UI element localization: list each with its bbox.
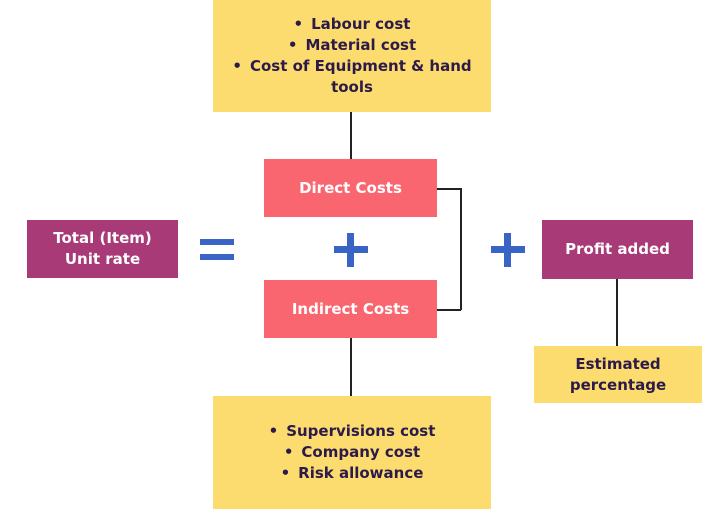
plus-vertical (504, 233, 511, 267)
total-line2: Unit rate (64, 250, 141, 268)
connector-indirect-items (350, 338, 352, 396)
indirect-cost-items-list: Supervisions cost Company cost Risk allo… (269, 421, 436, 484)
estimated-percentage-box: Estimated percentage (534, 346, 702, 403)
direct-cost-item: Material cost (213, 35, 491, 56)
indirect-cost-item: Company cost (269, 442, 436, 463)
direct-cost-item: Labour cost (213, 14, 491, 35)
total-line1: Total (Item) (53, 229, 152, 247)
profit-added-box: Profit added (542, 220, 693, 279)
direct-costs-box: Direct Costs (264, 159, 437, 217)
direct-cost-items-box: Labour cost Material cost Cost of Equipm… (213, 0, 491, 112)
indirect-costs-box: Indirect Costs (264, 280, 437, 338)
connector-direct-items (350, 112, 352, 159)
bracket-bottom (437, 309, 461, 311)
estimated-line2: percentage (569, 375, 667, 394)
indirect-cost-item: Supervisions cost (269, 421, 435, 442)
plus-vertical (347, 233, 354, 267)
bracket-top (437, 188, 461, 190)
total-unit-rate-box: Total (Item) Unit rate (27, 220, 178, 278)
indirect-cost-item: Risk allowance (269, 463, 436, 484)
direct-cost-items-list: Labour cost Material cost Cost of Equipm… (213, 14, 491, 98)
indirect-cost-items-box: Supervisions cost Company cost Risk allo… (213, 396, 491, 509)
connector-profit (616, 279, 618, 346)
estimated-line1: Estimated (575, 354, 661, 373)
equals-bar-top (200, 239, 234, 245)
equals-bar-bottom (200, 254, 234, 260)
bracket-vertical (460, 188, 462, 310)
direct-cost-item: Cost of Equipment & hand tools (213, 56, 491, 98)
